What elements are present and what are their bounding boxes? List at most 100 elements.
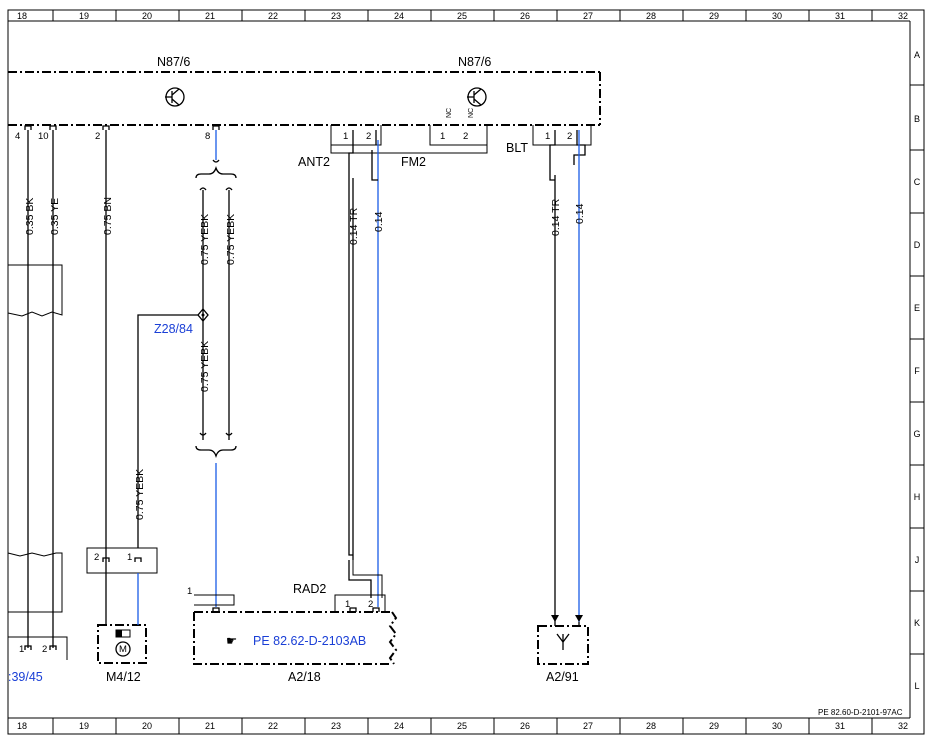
n87-module[interactable]: N87/6 N87/6 xyxy=(8,55,601,126)
blt-pin-1: 1 xyxy=(545,131,550,142)
row-k: K xyxy=(914,618,920,628)
row-l: L xyxy=(914,681,919,691)
row-d: D xyxy=(914,240,921,250)
wire-tr-1[interactable] xyxy=(348,130,354,560)
pin-8: 8 xyxy=(205,131,210,142)
blt-connector[interactable]: 1 2 BLT xyxy=(506,125,592,155)
row-e: E xyxy=(914,303,920,313)
wire-014-2[interactable] xyxy=(573,130,586,622)
z28-splice[interactable]: Z28/84 xyxy=(137,307,209,548)
rad2-label: RAD2 xyxy=(293,582,326,596)
col-19-top: 19 xyxy=(79,11,89,21)
n87-label-right: N87/6 xyxy=(458,55,491,69)
nc-label: NC xyxy=(468,108,475,118)
top-column-ruler: 18 19 20 21 22 23 24 25 26 27 28 29 30 3… xyxy=(17,10,908,21)
x39-pin-2: 2 xyxy=(42,644,47,655)
transistor-icon xyxy=(165,87,185,107)
wire-label-yebk-2: 0.75 YEBK xyxy=(225,214,237,265)
row-ruler: A B C D E F G H J K L xyxy=(910,50,924,691)
col-27-bottom: 27 xyxy=(583,721,593,731)
x39-pin-1: 1 xyxy=(19,644,24,655)
col-28-top: 28 xyxy=(646,11,656,21)
top-pins: 4 10 2 8 xyxy=(15,125,220,142)
rad2-pin-1: 1 xyxy=(345,599,350,610)
row-h: H xyxy=(914,492,921,502)
col-25-top: 25 xyxy=(457,11,467,21)
fm2-label: FM2 xyxy=(401,155,426,169)
z28-label: Z28/84 xyxy=(154,322,193,336)
col-24-bottom: 24 xyxy=(394,721,404,731)
col-31-top: 31 xyxy=(835,11,845,21)
wire-label-bn: 0.75 BN xyxy=(102,197,114,235)
wire-label-tr-1: 0.14 TR xyxy=(348,207,360,245)
motor-icon: M xyxy=(119,644,127,655)
col-18-top: 18 xyxy=(17,11,27,21)
bottom-column-ruler: 18 19 20 21 22 23 24 25 26 27 28 29 30 3… xyxy=(17,718,908,734)
transistor-icon xyxy=(467,87,487,107)
row-j: J xyxy=(915,555,920,565)
a2-18-label: A2/18 xyxy=(288,670,321,684)
col-20-bottom: 20 xyxy=(142,721,152,731)
pe-reference-link[interactable]: PE 82.62-D-2103AB xyxy=(253,634,366,648)
col-26-bottom: 26 xyxy=(520,721,530,731)
arrow-icon xyxy=(575,615,583,622)
col-32-bottom: 32 xyxy=(898,721,908,731)
document-reference: PE 82.60-D-2101-97AC xyxy=(818,708,903,717)
m4-connector[interactable]: 2 1 xyxy=(86,547,158,574)
pin-4: 4 xyxy=(15,131,20,142)
m4-pin-1: 1 xyxy=(127,552,132,563)
fm2-pin-1: 1 xyxy=(440,131,445,142)
hand-pointer-icon: ☛ xyxy=(226,634,237,648)
col-18-bottom: 18 xyxy=(17,721,27,731)
col-27-top: 27 xyxy=(583,11,593,21)
row-a: A xyxy=(914,50,920,60)
col-21-bottom: 21 xyxy=(205,721,215,731)
fm2-connector[interactable]: 1 2 FM2 xyxy=(391,125,488,169)
row-g: G xyxy=(913,429,920,439)
fm2-pin-2: 2 xyxy=(463,131,468,142)
wire-label-yebk-3: 0.75 YEBK xyxy=(199,341,211,392)
m4-motor[interactable]: M M4/12 xyxy=(97,624,147,684)
rad2-pin-2: 2 xyxy=(368,599,373,610)
wire-014-1[interactable] xyxy=(371,130,379,607)
x39-connector[interactable]: 1 2 :39/45 xyxy=(8,636,68,684)
a2-91-label: A2/91 xyxy=(546,670,579,684)
col-26-top: 26 xyxy=(520,11,530,21)
col-29-top: 29 xyxy=(709,11,719,21)
wire-label-014-2: 0.14 xyxy=(574,203,586,224)
m4-pin-2: 2 xyxy=(94,552,99,563)
rad2-connector[interactable]: 1 2 RAD2 xyxy=(293,560,386,612)
n87-label-left: N87/6 xyxy=(157,55,190,69)
col-30-top: 30 xyxy=(772,11,782,21)
a2-18-module[interactable]: 1 PE 82.62-D-2103AB ☛ A2/18 xyxy=(187,586,398,684)
blt-label: BLT xyxy=(506,141,528,155)
col-23-top: 23 xyxy=(331,11,341,21)
col-20-top: 20 xyxy=(142,11,152,21)
col-28-bottom: 28 xyxy=(646,721,656,731)
col-30-bottom: 30 xyxy=(772,721,782,731)
nc-label: NC xyxy=(446,108,453,118)
row-c: C xyxy=(914,177,921,187)
wire-tr-2[interactable] xyxy=(549,130,556,622)
wire-label-yebk-4: 0.75 YEBK xyxy=(134,469,146,520)
col-21-top: 21 xyxy=(205,11,215,21)
pin-10: 10 xyxy=(38,131,49,142)
col-29-bottom: 29 xyxy=(709,721,719,731)
wire-label-yebk-1: 0.75 YEBK xyxy=(199,214,211,265)
ant2-pin-2: 2 xyxy=(366,131,371,142)
a218-pin-1: 1 xyxy=(187,586,192,597)
arrow-icon xyxy=(551,615,559,622)
col-25-bottom: 25 xyxy=(457,721,467,731)
col-32-top: 32 xyxy=(898,11,908,21)
ant2-connector[interactable]: 1 2 ANT2 xyxy=(298,125,391,169)
col-31-bottom: 31 xyxy=(835,721,845,731)
partial-component-upper xyxy=(7,264,63,317)
col-24-top: 24 xyxy=(394,11,404,21)
wire-label-bk: 0.35 BK xyxy=(24,198,36,235)
wire-label-tr-2: 0.14 TR xyxy=(550,198,562,236)
row-b: B xyxy=(914,114,920,124)
a2-91-module[interactable]: A2/91 xyxy=(537,622,589,684)
row-f: F xyxy=(914,366,920,376)
ant2-label: ANT2 xyxy=(298,155,330,169)
